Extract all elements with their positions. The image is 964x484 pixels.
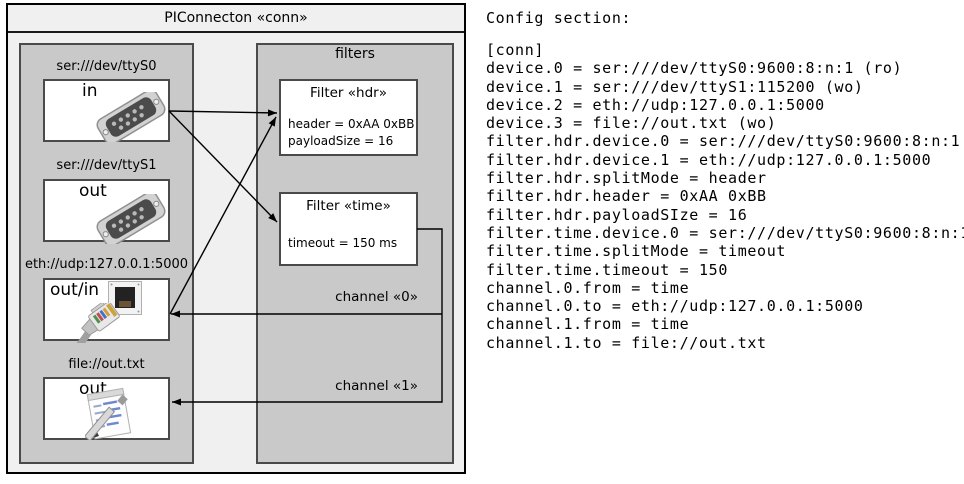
device-label-eth: eth://udp:127.0.0.1:5000 bbox=[24, 257, 189, 272]
device-box-ttys0: in bbox=[43, 79, 170, 142]
port-name: out/in bbox=[50, 280, 100, 300]
config-line: channel.1.to = file://out.txt bbox=[486, 333, 767, 352]
filter-attr: timeout = 150 ms bbox=[288, 236, 398, 250]
port-name: in bbox=[82, 81, 98, 101]
notepad-pencil-icon bbox=[85, 388, 132, 440]
filter-title: Filter «time» bbox=[306, 198, 391, 214]
filter-box-time: Filter «time» timeout = 150 ms bbox=[279, 192, 418, 266]
diagram-title: PIConnecton «conn» bbox=[8, 5, 464, 33]
device-box-file: out bbox=[43, 377, 170, 440]
config-line: filter.time.splitMode = timeout bbox=[486, 242, 787, 261]
config-line: device.3 = file://out.txt (wo) bbox=[486, 114, 777, 133]
config-line: device.1 = ser:///dev/ttyS1:115200 (wo) bbox=[486, 77, 864, 96]
config-line: filter.hdr.payloadSIze = 16 bbox=[486, 205, 748, 224]
device-box-ttys1: out bbox=[43, 179, 170, 244]
config-line: filter.time.timeout = 150 bbox=[486, 260, 729, 279]
device-label-file: file://out.txt bbox=[68, 357, 145, 372]
config-line: device.0 = ser:///dev/ttyS0:9600:8:n:1 (… bbox=[486, 59, 903, 78]
config-line: [conn] bbox=[486, 41, 545, 59]
config-line: filter.hdr.device.0 = ser:///dev/ttyS0:9… bbox=[486, 132, 961, 151]
filter-box-hdr: Filter «hdr» header = 0xAA 0xBB payloadS… bbox=[279, 79, 418, 156]
config-line: channel.1.from = time bbox=[486, 315, 690, 334]
config-section-heading: Config section: bbox=[486, 9, 632, 27]
config-text: [conn] device.0 = ser:///dev/ttyS0:9600:… bbox=[486, 41, 964, 352]
config-line: device.2 = eth://udp:127.0.0.1:5000 bbox=[486, 95, 825, 114]
port-name: out bbox=[79, 181, 107, 201]
filter-attr: payloadSize = 16 bbox=[288, 133, 394, 148]
config-line: filter.hdr.header = 0xAA 0xBB bbox=[486, 187, 767, 206]
db9-serial-connector-icon bbox=[96, 92, 166, 142]
filters-panel-title: filters bbox=[335, 46, 375, 62]
channel-0-label: channel «0» bbox=[335, 289, 418, 305]
config-line: filter.hdr.device.1 = eth://udp:127.0.0.… bbox=[486, 150, 932, 169]
device-label-ttys1: ser:///dev/ttyS1 bbox=[56, 158, 157, 173]
channel-1-label: channel «1» bbox=[335, 378, 418, 394]
config-line: channel.0.to = eth://udp:127.0.0.1:5000 bbox=[486, 297, 864, 316]
device-label-ttys0: ser:///dev/ttyS0 bbox=[56, 59, 157, 74]
config-line: filter.time.device.0 = ser:///dev/ttyS0:… bbox=[486, 223, 964, 242]
ethernet-cable-plug-icon bbox=[72, 303, 120, 343]
config-line: filter.hdr.splitMode = header bbox=[486, 169, 767, 188]
filter-title: Filter «hdr» bbox=[310, 85, 387, 101]
device-box-eth: out/in bbox=[43, 278, 170, 343]
db9-serial-connector-icon bbox=[96, 194, 166, 244]
filter-attr: header = 0xAA 0xBB bbox=[288, 117, 415, 131]
ethernet-port-icon bbox=[108, 281, 142, 315]
config-line: channel.0.from = time bbox=[486, 278, 690, 297]
